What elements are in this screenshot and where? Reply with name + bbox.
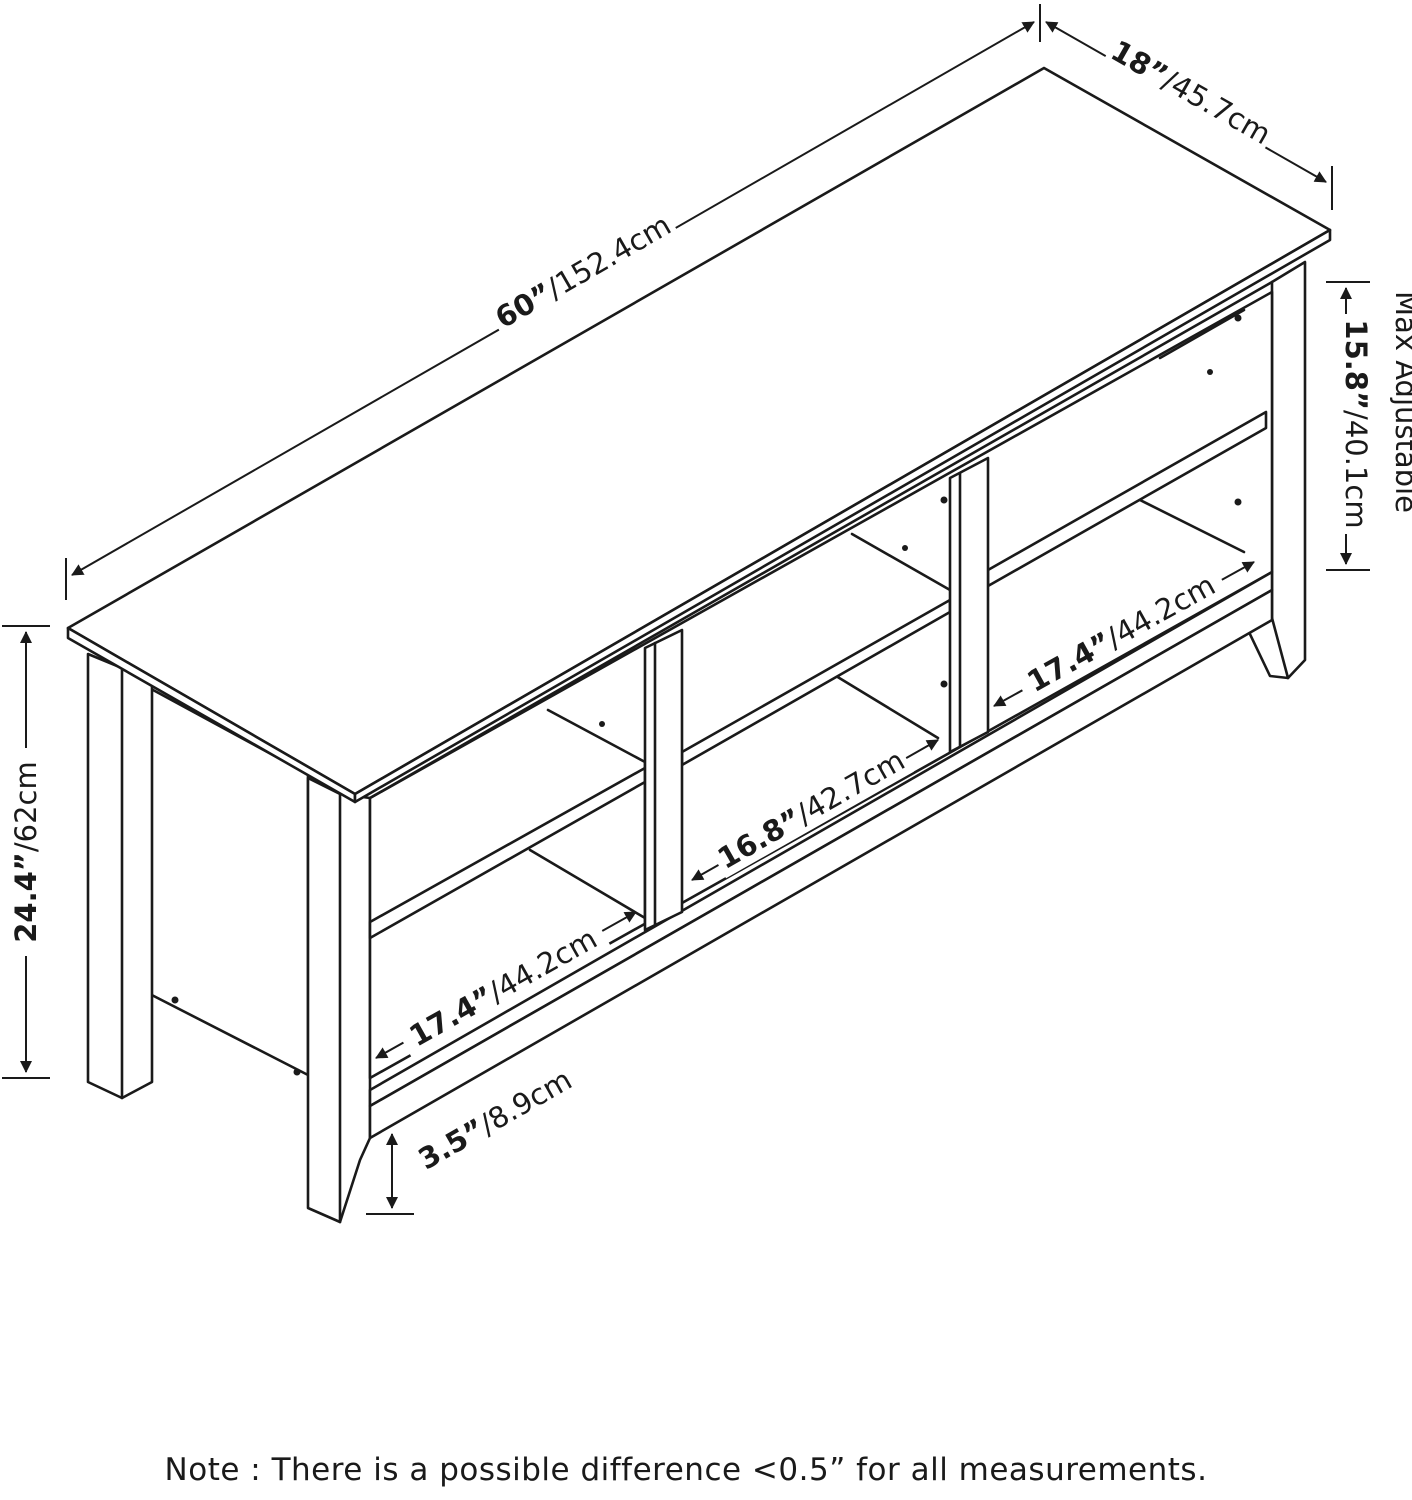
screw-hole [171,996,179,1004]
divider-right [948,456,990,754]
height-label: 24.4”/62cm [9,761,43,943]
back-right-leg [1270,260,1307,680]
tv-stand-drawing [66,66,1332,1224]
screw-hole [293,1068,301,1076]
tv-stand-dimension-diagram: 60”/152.4cm 18”/45.7cm 24.4”/62cm 3.5”/8… [2,4,1412,1224]
adjustable-label: 15.8”/40.1cm [1339,319,1373,528]
divider-left [643,628,684,932]
adjustable-caption: Max Adjustable [1389,291,1412,513]
measurement-note: Note : There is a possible difference <0… [164,1452,1208,1488]
front-left-leg [86,652,154,1100]
